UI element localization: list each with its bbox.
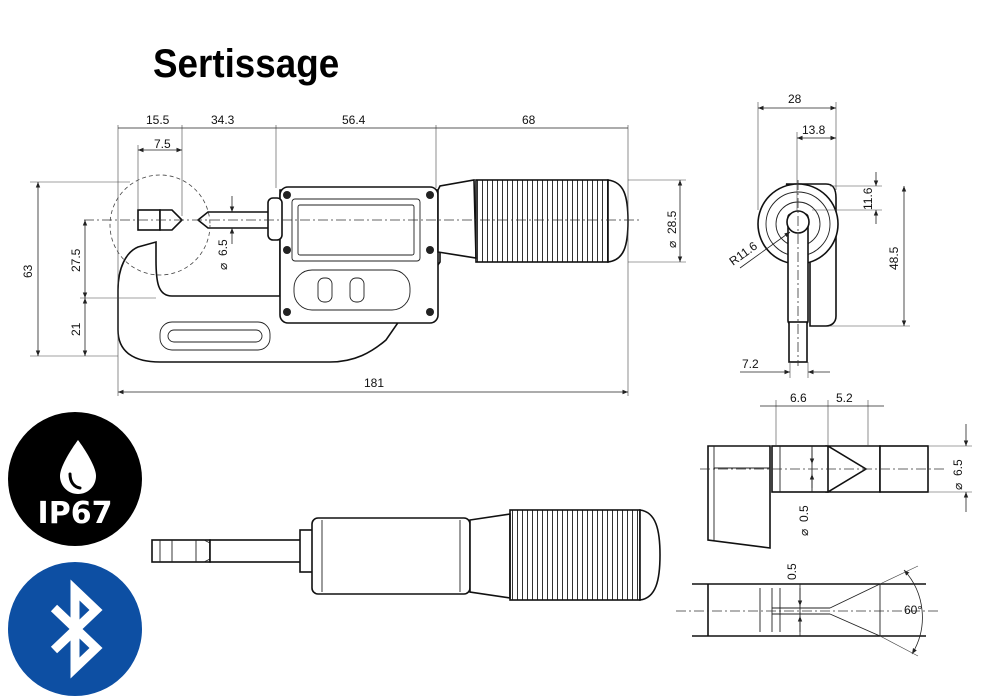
- dim-7-2: 7.2: [742, 357, 759, 371]
- button-right: [349, 277, 365, 303]
- front-view: 15.5 34.3 56.4 68 7.5 181 63 27.5 21 ⌀ 6…: [21, 113, 686, 396]
- button-panel: [293, 269, 411, 311]
- dim-28-5: 28.5: [665, 210, 679, 234]
- ip67-label: IP67: [37, 496, 113, 531]
- dim-48-5: 48.5: [887, 246, 901, 270]
- dim-15-5: 15.5: [146, 113, 170, 127]
- page-title: Sertissage: [153, 42, 340, 86]
- dim-27-5: 27.5: [69, 248, 83, 272]
- bluetooth-icon: [50, 579, 103, 679]
- top-spindle: [209, 539, 307, 563]
- dim-7-5: 7.5: [154, 137, 171, 151]
- screw: [283, 246, 291, 254]
- dim-6-5-detail: 6.5: [951, 459, 965, 476]
- dim-56-4: 56.4: [342, 113, 366, 127]
- screw: [283, 191, 291, 199]
- dim-r11-6: R11.6: [727, 239, 761, 269]
- top-housing: [311, 517, 471, 595]
- dim-63: 63: [21, 264, 35, 278]
- diameter-symbol: ⌀: [951, 483, 965, 490]
- grip-end: [607, 179, 629, 263]
- dim-181: 181: [364, 376, 384, 390]
- dim-21: 21: [69, 322, 83, 336]
- water-drop-icon: [60, 440, 96, 494]
- dim-68: 68: [522, 113, 536, 127]
- screw: [426, 191, 434, 199]
- dim-0-5-dia: 0.5: [797, 505, 811, 522]
- side-view: 28 13.8 11.6 48.5 R11.6 7.2: [727, 92, 910, 378]
- lcd-window: [291, 198, 421, 262]
- angle-60: 60°: [904, 603, 922, 617]
- diameter-symbol: ⌀: [216, 263, 230, 270]
- dim-5-2: 5.2: [836, 391, 853, 405]
- lcd-screen: [297, 204, 415, 256]
- detail-view-top: 6.6 5.2 ⌀ 6.5 ⌀ 0.5: [700, 391, 972, 549]
- frame-slot-inner: [167, 329, 263, 343]
- button-left: [317, 277, 333, 303]
- detail-view-bottom: 0.5 60°: [676, 563, 940, 657]
- top-view: [151, 509, 661, 601]
- diameter-symbol: ⌀: [665, 241, 679, 248]
- top-grip-end: [639, 509, 661, 601]
- dim-11-6: 11.6: [861, 187, 875, 210]
- dim-6-5: 6.5: [216, 239, 230, 256]
- dim-6-6: 6.6: [790, 391, 807, 405]
- detail-spindle-tip: [825, 445, 881, 493]
- bluetooth-badge: [8, 562, 142, 696]
- frame-slot: [159, 321, 271, 351]
- dim-28: 28: [788, 92, 802, 106]
- screw: [426, 308, 434, 316]
- diameter-symbol: ⌀: [797, 529, 811, 536]
- top-anvil: [151, 539, 211, 563]
- screw: [426, 246, 434, 254]
- spindle-nut: [267, 197, 283, 241]
- ip67-badge: IP67: [8, 412, 142, 546]
- dim-34-3: 34.3: [211, 113, 235, 127]
- screw: [283, 308, 291, 316]
- top-thimble: [469, 513, 511, 599]
- knurled-grip: [475, 179, 609, 263]
- top-knurled-grip: [509, 509, 641, 601]
- dim-13-8: 13.8: [802, 123, 826, 137]
- detail-circle: [109, 174, 211, 276]
- detail-anvil-body: [707, 445, 771, 549]
- thimble: [437, 179, 477, 259]
- dim-0-5: 0.5: [785, 563, 799, 580]
